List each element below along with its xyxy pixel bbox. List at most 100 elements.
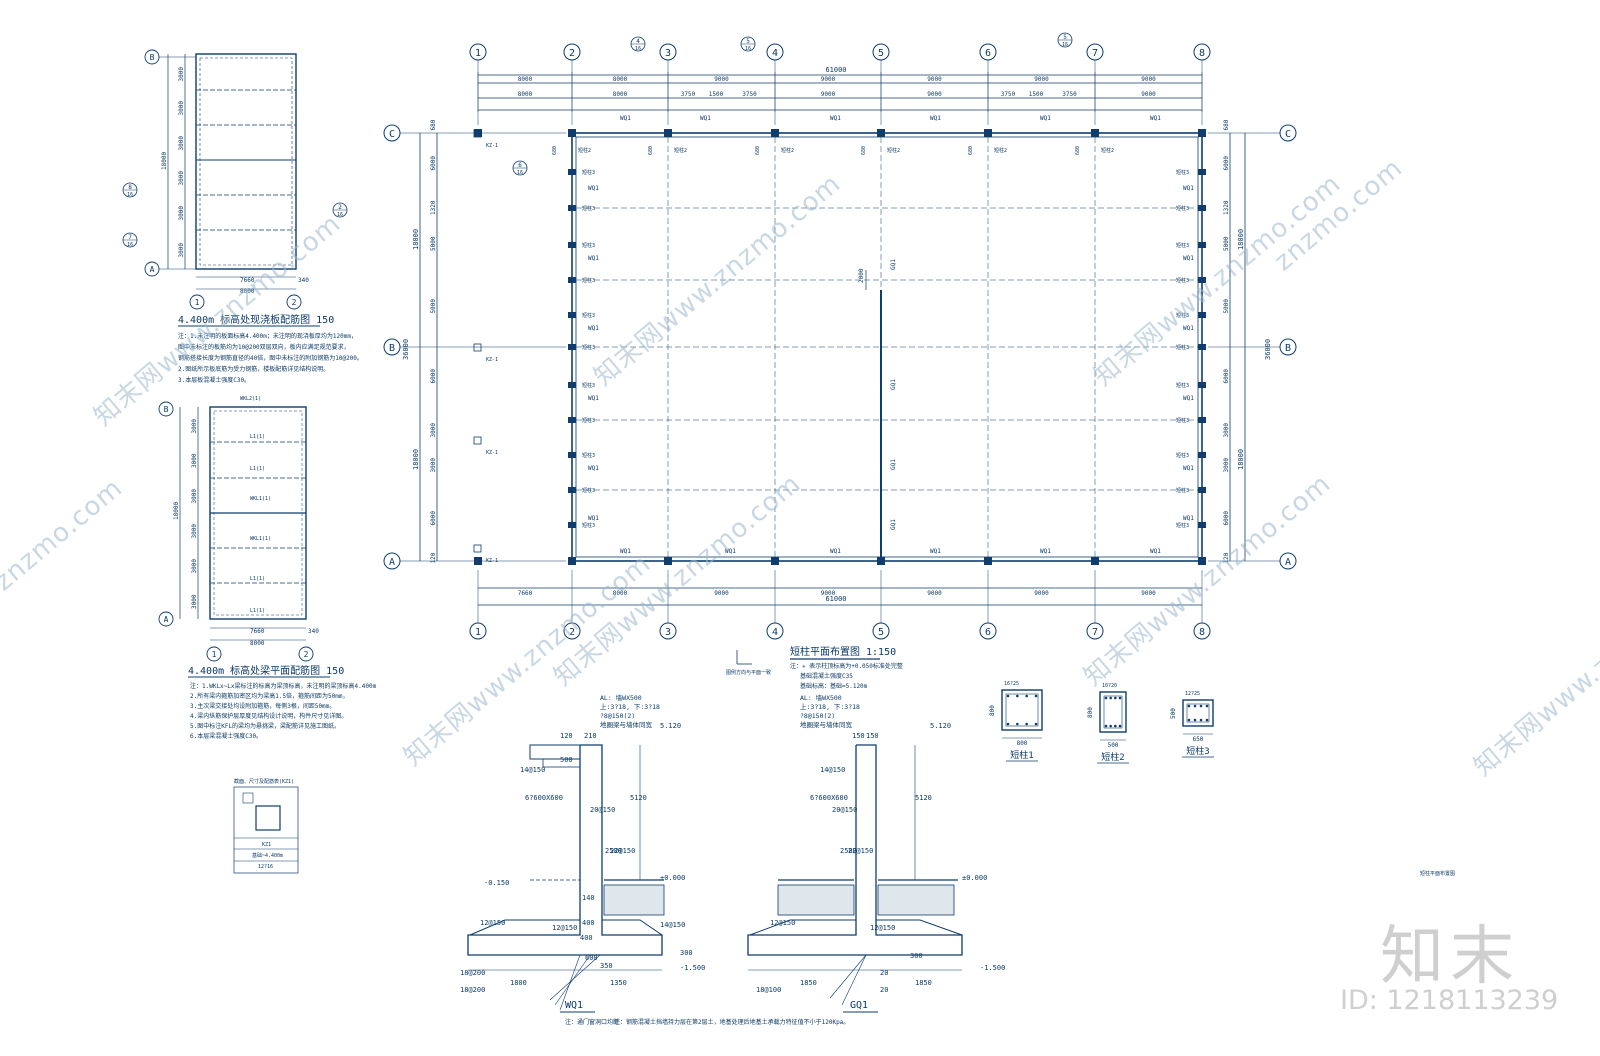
column-dim: 680 [1075, 146, 1081, 155]
beam-note: 3.主次梁交接处均设附加箍筋，每侧3根，间距50mm。 [190, 702, 335, 710]
beam-total: 18000 [173, 502, 180, 520]
short-column [568, 312, 576, 318]
short-column [568, 522, 576, 528]
gq1-spec-line: 上:3?18, 下:3?18 [800, 702, 860, 711]
short-column [1198, 312, 1206, 318]
short-column-section [1001, 689, 1043, 731]
beam-title: 4.400m 标高处梁平面配筋图 150 [188, 664, 344, 677]
short-column-height: 500 [1170, 708, 1177, 719]
dim-top-1: 9000 [714, 76, 729, 83]
wall-label: WQ1 [588, 395, 599, 402]
gq1-annot: 5.120 [930, 722, 951, 730]
short-column [1198, 242, 1206, 248]
dim-left: 5000 [430, 299, 437, 314]
beam-label: L1(1) [250, 466, 265, 472]
axis-label-bottom: 7 [1092, 627, 1098, 638]
slab-note: 3.本层板混凝土强度C30。 [178, 376, 250, 384]
gq1-spec-line: 地圈梁与墙体同宽 [800, 720, 853, 729]
wq1-annot: 400 [580, 934, 593, 942]
column-label: 短柱2 [578, 147, 591, 154]
short-column-name: 短柱3 [1186, 745, 1209, 757]
column-label: 短柱3 [1176, 277, 1189, 284]
dim-right: 5000 [1223, 236, 1230, 251]
side-total-2: 36000 [402, 339, 410, 360]
column-label: 短柱3 [582, 522, 595, 529]
axis-label-top: 2 [569, 48, 575, 59]
short-column-section [1182, 699, 1214, 727]
dim-top-2: 1500 [709, 91, 724, 98]
wall-label: WQ1 [1040, 115, 1051, 122]
column-label: 短柱3 [582, 242, 595, 249]
short-column [1198, 557, 1206, 565]
slab-axis-1: 1 [195, 298, 200, 307]
beam-label: WKL1(1) [250, 536, 271, 542]
gq-label: GQ1 [890, 259, 897, 270]
dim-right: 3000 [1223, 458, 1230, 473]
short-column [568, 129, 576, 137]
short-column-details: 16?25800800短柱110?20500800短柱212?25650500短… [989, 681, 1214, 764]
beam-division-lines [210, 441, 306, 584]
slab-division-lines [196, 89, 296, 231]
wall-label: WQ1 [830, 548, 841, 555]
axis-label-bottom: 8 [1199, 627, 1205, 638]
dim-right: 3000 [1223, 423, 1230, 438]
column-dim: 680 [648, 146, 654, 155]
dim-left: 6000 [430, 369, 437, 384]
column-label: 短柱3 [1176, 205, 1189, 212]
short-column [1091, 557, 1099, 565]
axis-bubbles-left: CBA [383, 124, 566, 570]
slab-bottom-dim-2: 8000 [240, 288, 255, 295]
short-column [877, 557, 885, 565]
short-column [664, 557, 672, 565]
gq1-annot: 20@150 [832, 806, 857, 814]
beam-label: WKL1(1) [250, 496, 271, 502]
side-total-r3: 18000 [1237, 449, 1245, 470]
axis-label-bottom: 6 [985, 627, 991, 638]
slab-axis-2: 2 [292, 298, 297, 307]
dim-right: 6000 [1223, 156, 1230, 171]
wall-label: WQ1 [588, 185, 599, 192]
wq1-annot: 500 [560, 756, 573, 764]
wq1-annot: 18@200 [460, 986, 485, 994]
short-column [1198, 169, 1206, 175]
detail-ref-sheet: 16 [745, 46, 751, 52]
column-label: 短柱2 [994, 147, 1007, 154]
detail-ref-sheet: 16 [635, 46, 641, 52]
axis-label-top: 6 [985, 48, 991, 59]
dim-left: 5000 [430, 236, 437, 251]
dim-left: 680 [430, 119, 437, 130]
short-column [1198, 129, 1206, 137]
total-dim-top: 61000 [825, 66, 846, 74]
detail-ref-num: 2 [338, 204, 342, 211]
dim-bottom: 9000 [714, 590, 729, 597]
short-column [1198, 417, 1206, 423]
wall-label: WQ1 [620, 548, 631, 555]
short-column [984, 557, 992, 565]
wall-label: WQ1 [588, 515, 599, 522]
beam-label: L1(1) [250, 576, 265, 582]
slab-dim: 3000 [178, 206, 185, 221]
short-column [984, 129, 992, 137]
short-column [1198, 205, 1206, 211]
column-label: 短柱3 [582, 417, 595, 424]
wq1-annot: 140 [582, 894, 595, 902]
wq1-annot: 14@150 [520, 766, 545, 774]
dim-bottom: 9000 [821, 590, 836, 597]
wall-label: WQ1 [620, 115, 631, 122]
side-total-r2: 36000 [1264, 339, 1272, 360]
wq1-note: 注：通门窗洞口均断 [565, 1018, 619, 1026]
dim-right: 120 [1223, 552, 1230, 563]
beam-dim: 3000 [191, 559, 198, 574]
brand-logo: 知末 [1380, 920, 1520, 994]
dim-top-2: 3750 [1001, 91, 1016, 98]
beam-axis-2: 2 [304, 650, 309, 659]
axis-label-bottom: 5 [878, 627, 884, 638]
gq1-annot: -1.500 [980, 964, 1005, 972]
